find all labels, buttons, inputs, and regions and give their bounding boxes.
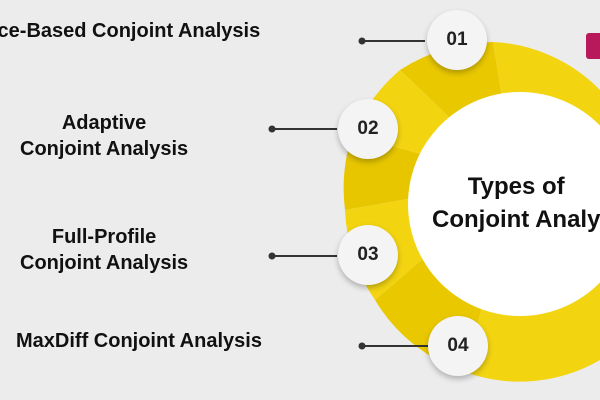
brand-tab — [586, 33, 600, 59]
connector-02 — [268, 125, 337, 133]
center-title: Types of Conjoint Analy — [432, 170, 600, 236]
item-label-01-line-1: ice-Based Conjoint Analysis — [0, 20, 261, 42]
node-03: 03 — [338, 225, 398, 285]
connector-03 — [268, 252, 337, 260]
item-label-03-line-2: Conjoint Analysis — [20, 252, 189, 274]
item-label-01: ice-Based Conjoint Analysis — [0, 18, 260, 44]
center-circle — [408, 92, 600, 316]
connector-04 — [358, 342, 428, 350]
item-label-02-line-2: Conjoint Analysis — [20, 138, 189, 160]
item-label-04: MaxDiff Conjoint Analysis — [16, 328, 262, 354]
node-04: 04 — [428, 316, 488, 376]
center-title-line-1: Types of — [467, 173, 565, 200]
center-title-line-2: Conjoint Analy — [432, 206, 600, 233]
item-label-03: Full-Profile Conjoint Analysis — [20, 224, 188, 276]
node-02: 02 — [338, 99, 398, 159]
item-label-02-line-1: Adaptive — [61, 112, 147, 134]
node-01: 01 — [427, 10, 487, 70]
connector-01 — [358, 37, 425, 45]
item-label-02: Adaptive Conjoint Analysis — [20, 110, 188, 162]
item-label-03-line-1: Full-Profile — [51, 226, 157, 248]
item-label-04-line-1: MaxDiff Conjoint Analysis — [16, 330, 262, 352]
